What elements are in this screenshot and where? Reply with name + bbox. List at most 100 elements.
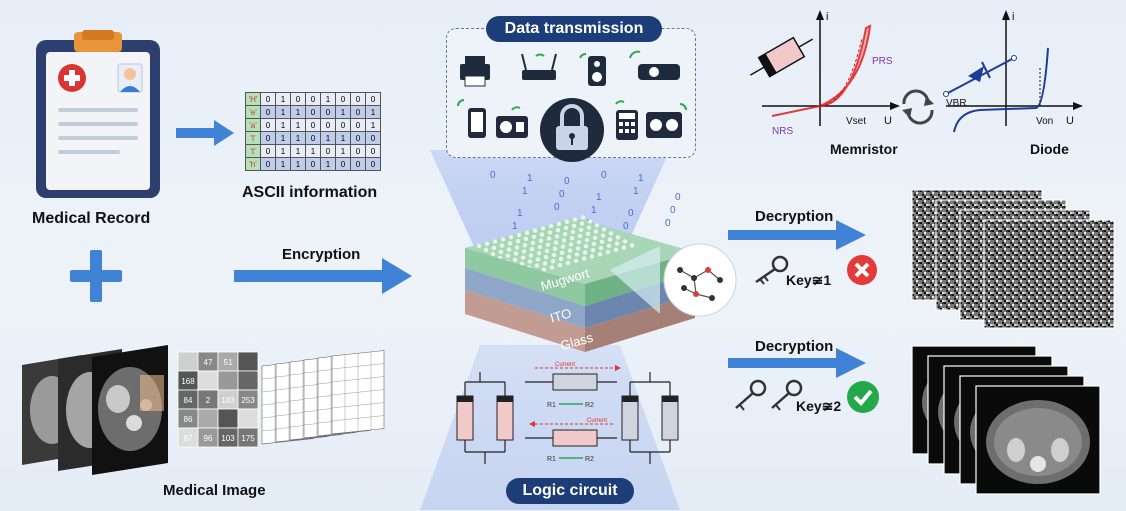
ascii-bit-cell: 1	[365, 105, 381, 119]
phone-icon	[457, 99, 486, 138]
ascii-bit-cell: 0	[350, 92, 366, 106]
pixel-value: 51	[224, 358, 233, 367]
current-top-label: Current	[555, 362, 575, 368]
ascii-bit-cell: 0	[260, 131, 276, 145]
ascii-bit-cell: 1	[320, 131, 336, 145]
arrow-decryption-bottom	[728, 348, 866, 378]
ascii-bit-cell: 0	[260, 105, 276, 119]
binary-digit: 0	[554, 202, 560, 213]
ascii-char-cell: 'a'	[245, 118, 261, 132]
ascii-bit-cell: 1	[275, 157, 291, 171]
binary-grid-stack	[261, 350, 385, 445]
diode-u-label: U	[1066, 115, 1074, 127]
ascii-bit-cell: 1	[305, 144, 321, 158]
prs-label: PRS	[872, 56, 893, 67]
pixel-value: 103	[221, 434, 235, 443]
ascii-bit-cell: 1	[320, 92, 336, 106]
ascii-bit-cell: 0	[305, 131, 321, 145]
binary-digit: 1	[522, 186, 528, 197]
memristor-u-label: U	[884, 115, 892, 127]
ascii-bit-cell: 1	[335, 131, 351, 145]
binary-digit: 0	[564, 176, 570, 187]
ascii-char-cell: 't'	[245, 144, 261, 158]
arrow-encryption	[234, 258, 412, 294]
binary-digit: 1	[591, 205, 597, 216]
key-pair-icon	[735, 379, 803, 411]
binary-digit: 1	[527, 173, 533, 184]
binary-digit: 0	[675, 192, 681, 203]
memristor-label: Memristor	[830, 141, 898, 157]
ascii-bit-cell: 1	[335, 105, 351, 119]
pixel-value: 47	[204, 358, 213, 367]
ascii-bit-cell: 1	[320, 157, 336, 171]
decryption-top-label: Decryption	[755, 208, 834, 225]
ascii-bit-cell: 0	[350, 144, 366, 158]
ascii-bit-cell: 1	[275, 131, 291, 145]
ascii-bit-cell: 0	[365, 131, 381, 145]
ascii-char-cell: 'e'	[245, 105, 261, 119]
ascii-bit-cell: 0	[350, 131, 366, 145]
pixel-value: 168	[181, 377, 195, 386]
ascii-char-cell: 'l'	[245, 131, 261, 145]
stereo-icon	[646, 103, 687, 138]
pixel-cell	[217, 408, 239, 429]
r2-top-label: R2	[585, 402, 594, 409]
molecule-zoom	[610, 243, 737, 317]
ascii-bit-cell: 0	[335, 118, 351, 132]
pixel-cell	[237, 370, 259, 391]
logic-circuit-pill: Logic circuit	[506, 478, 634, 504]
decryption-bottom-label: Decryption	[755, 338, 834, 355]
cross-icon	[847, 255, 877, 285]
vset-label: Vset	[846, 116, 866, 127]
medical-record-icon	[36, 30, 160, 198]
ascii-bit-cell: 0	[290, 92, 306, 106]
ascii-bit-cell: 0	[350, 105, 366, 119]
medical-image-label: Medical Image	[163, 482, 266, 499]
pixel-value: 87	[184, 434, 193, 443]
pixel-cell	[177, 351, 199, 372]
ascii-bit-cell: 1	[290, 105, 306, 119]
ascii-bit-cell: 0	[260, 144, 276, 158]
medical-record-label: Medical Record	[32, 210, 151, 227]
printer-icon	[460, 56, 490, 87]
diode-label: Diode	[1030, 141, 1069, 157]
r2-bottom-label: R2	[585, 456, 594, 463]
ascii-bit-cell: 0	[350, 118, 366, 132]
ascii-char-cell: 'h'	[245, 157, 261, 171]
decrypted-ct-stack	[911, 345, 1101, 495]
nrs-label: NRS	[772, 126, 793, 137]
binary-digit: 0	[601, 170, 607, 181]
ascii-bit-cell: 0	[260, 92, 276, 106]
arrow-to-ascii	[176, 120, 234, 146]
pixel-cell	[217, 370, 239, 391]
ct-image-stack	[22, 345, 168, 475]
ascii-bit-cell: 0	[320, 144, 336, 158]
encrypted-noise-stack	[911, 189, 1115, 329]
von-label: Von	[1036, 116, 1053, 127]
device-icons	[457, 50, 687, 162]
binary-digit: 1	[512, 221, 518, 232]
radio-icon	[496, 106, 528, 138]
logic-circuit: Current Current R1 R2 R1 R2	[456, 362, 679, 464]
diode-i-label: i	[1012, 11, 1014, 23]
ascii-bit-cell: 1	[290, 157, 306, 171]
r1-top-label: R1	[547, 402, 556, 409]
binary-grid-layer	[331, 350, 385, 435]
pixel-value: 84	[184, 396, 193, 405]
binary-digit: 1	[596, 192, 602, 203]
ascii-bit-cell: 1	[290, 118, 306, 132]
ascii-bit-cell: 0	[365, 144, 381, 158]
ascii-bit-cell: 0	[260, 118, 276, 132]
diode-plot: VBR Von U i	[943, 10, 1083, 133]
key1-label: Key≆1	[786, 272, 832, 288]
ascii-bit-cell: 0	[305, 118, 321, 132]
ascii-bit-cell: 0	[305, 92, 321, 106]
ascii-bit-cell: 0	[350, 157, 366, 171]
swap-icon	[902, 89, 934, 125]
ascii-bit-cell: 1	[290, 144, 306, 158]
